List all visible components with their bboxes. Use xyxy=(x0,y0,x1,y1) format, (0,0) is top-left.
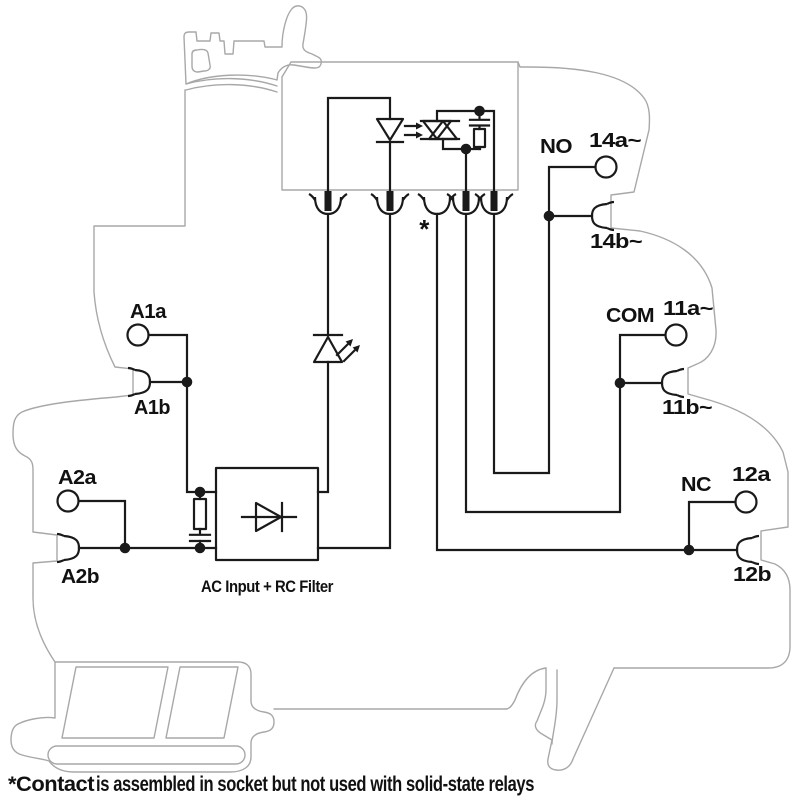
din-foot-window-1 xyxy=(61,666,169,739)
input-resistor-icon xyxy=(192,497,208,531)
label-11b: 11b~ xyxy=(662,397,712,419)
release-lever xyxy=(183,5,323,85)
wire-socket2-down xyxy=(316,212,392,550)
label-no: NO xyxy=(540,136,572,158)
diode-icon xyxy=(240,501,298,533)
label-nc: NC xyxy=(681,474,711,496)
label-asterisk: * xyxy=(419,214,430,244)
din-foot-slot xyxy=(47,745,246,765)
housing-top-arc xyxy=(185,77,278,93)
label-a2a: A2a xyxy=(58,467,97,489)
junction-dot xyxy=(474,105,485,117)
terminal-circle-12a xyxy=(734,490,758,514)
indicator-led-icon xyxy=(312,333,360,364)
optocoupler-led-icon xyxy=(375,117,405,194)
relay-pin-5 xyxy=(490,191,498,211)
din-foot-window-2 xyxy=(165,666,239,739)
label-14a: 14a~ xyxy=(589,130,641,152)
label-a1b: A1b xyxy=(134,397,170,419)
relay-pin-1 xyxy=(324,191,332,211)
junction-dot-a1b xyxy=(181,376,193,388)
junction-dot-rc-bottom xyxy=(194,542,206,554)
relay-module-outline xyxy=(281,61,519,191)
relay-pin-2 xyxy=(386,191,394,211)
snubber-resistor-icon xyxy=(472,127,487,151)
terminal-circle-a2a xyxy=(56,489,80,513)
junction-dot-com xyxy=(614,377,626,389)
terminal-circle-a1a xyxy=(126,323,150,347)
terminal-socket-12b xyxy=(735,534,760,566)
terminal-socket-11b xyxy=(660,367,685,399)
din-release-clip xyxy=(534,667,615,771)
terminal-socket-a1b xyxy=(127,366,152,398)
junction-dot xyxy=(460,143,472,155)
opto-coupling-arrows-icon xyxy=(403,122,423,139)
input-rc-branch xyxy=(188,490,212,550)
junction-dot-a2a xyxy=(119,542,131,554)
junction-dot-rc-top xyxy=(194,486,206,498)
wire-opto-input xyxy=(326,96,392,194)
footnote-rest: is assembled in socket but not used with… xyxy=(96,773,534,796)
terminal-labels: A1a A1b A2a A2b NO 14a~ 14b~ COM 11a~ 11… xyxy=(58,130,772,588)
housing-outline xyxy=(10,5,791,773)
ac-input-filter-box xyxy=(214,466,320,562)
footnote-prefix: *Contact xyxy=(8,773,95,796)
terminal-socket-a2b xyxy=(56,532,81,564)
wire-triac-to-socket5 xyxy=(478,109,496,194)
box-label: AC Input + RC Filter xyxy=(201,577,334,596)
wire-a2 xyxy=(77,499,218,550)
terminal-circle-11a xyxy=(664,323,688,347)
circuit-wires xyxy=(56,96,760,566)
housing-bottom-edge xyxy=(505,667,547,710)
terminal-socket-14b xyxy=(590,200,615,232)
housing-right-profile xyxy=(517,61,791,669)
relay-pin-4 xyxy=(462,191,470,211)
label-a2b: A2b xyxy=(61,566,99,588)
label-14b: 14b~ xyxy=(590,231,642,253)
lever-hole xyxy=(191,48,211,73)
wire-nc-branch xyxy=(687,500,737,552)
label-com: COM xyxy=(606,305,654,327)
wire-socket3-to-nc xyxy=(435,212,739,552)
housing-left-profile xyxy=(12,89,186,663)
label-12b: 12b xyxy=(733,564,771,586)
triac-icon xyxy=(419,109,482,151)
label-a1a: A1a xyxy=(130,301,167,323)
junction-dot-nc xyxy=(683,544,695,556)
wire-led-to-box xyxy=(316,360,330,494)
wire-socket5-to-no xyxy=(492,165,597,475)
wire-socket4-to-com xyxy=(464,212,667,514)
label-12a: 12a xyxy=(732,464,772,486)
junction-dot-no xyxy=(543,210,555,222)
footnote: *Contact is assembled in socket but not … xyxy=(8,773,535,796)
label-11a: 11a~ xyxy=(663,298,713,320)
terminal-circle-14a xyxy=(594,155,618,179)
din-foot xyxy=(10,661,275,773)
